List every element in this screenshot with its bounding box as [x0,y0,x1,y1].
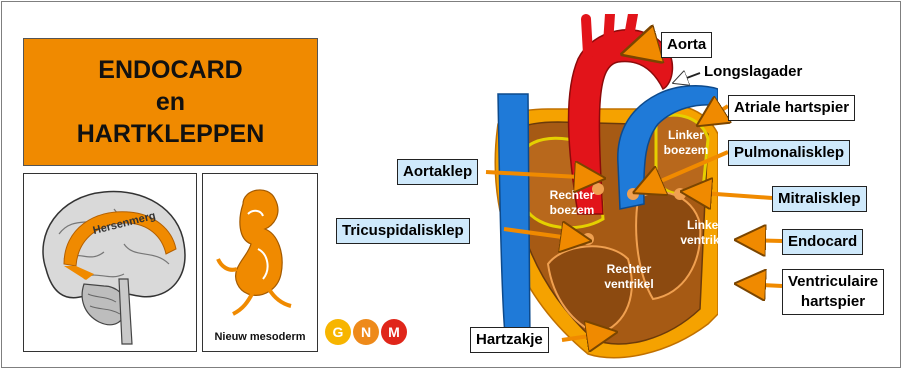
brain-panel: Hersenmerg [23,173,197,352]
label-mitralisklep: Mitralisklep [772,186,867,212]
right-atrium-line-2: boezem [537,203,607,218]
tricuspid-valve [582,233,594,245]
right-atrium-label: Rechter boezem [537,188,607,218]
left-ventricle-line-1: Linker [665,218,745,233]
ventriculaire-line-2: hartspier [788,292,878,312]
left-ventricle-label: Linker ventrikel [665,218,745,248]
title-line-1: ENDOCARD [98,54,242,86]
mitral-valve [674,188,686,200]
embryo-panel: Nieuw mesoderm [202,173,318,352]
right-atrium-line-1: Rechter [537,188,607,203]
left-ventricle-line-2: ventrikel [665,233,745,248]
logo-letter-n: N [361,324,371,340]
logo-letter-g: G [333,324,344,340]
left-atrium-line-1: Linker [656,128,716,143]
title-line-3: HARTKLEPPEN [77,118,265,150]
vena-cava [498,94,530,344]
title-line-2: en [156,86,185,118]
label-ventriculaire-hartspier: Ventriculaire hartspier [782,269,884,315]
label-hartzakje: Hartzakje [470,327,549,353]
gnm-logo: G N M [324,318,408,346]
label-endocard: Endocard [782,229,863,255]
logo-letter-m: M [388,324,400,340]
embryo-illustration [203,174,317,324]
label-aortaklep: Aortaklep [397,159,478,185]
right-ventricle-label: Rechter ventrikel [594,262,664,292]
left-atrium-line-2: boezem [656,143,716,158]
ventriculaire-line-1: Ventriculaire [788,272,878,292]
right-ventricle-line-2: ventrikel [594,277,664,292]
right-ventricle-line-1: Rechter [594,262,664,277]
embryo-label: Nieuw mesoderm [203,331,317,343]
brain-illustration: Hersenmerg [24,174,196,351]
pulmonary-valve [627,188,639,200]
label-tricuspidalisklep: Tricuspidalisklep [336,218,470,244]
title-box: ENDOCARD en HARTKLEPPEN [23,38,318,166]
label-atriale-hartspier: Atriale hartspier [728,95,855,121]
left-atrium-label: Linker boezem [656,128,716,158]
label-aorta: Aorta [661,32,712,58]
label-longslagader: Longslagader [704,63,802,80]
label-pulmonalisklep: Pulmonalisklep [728,140,850,166]
